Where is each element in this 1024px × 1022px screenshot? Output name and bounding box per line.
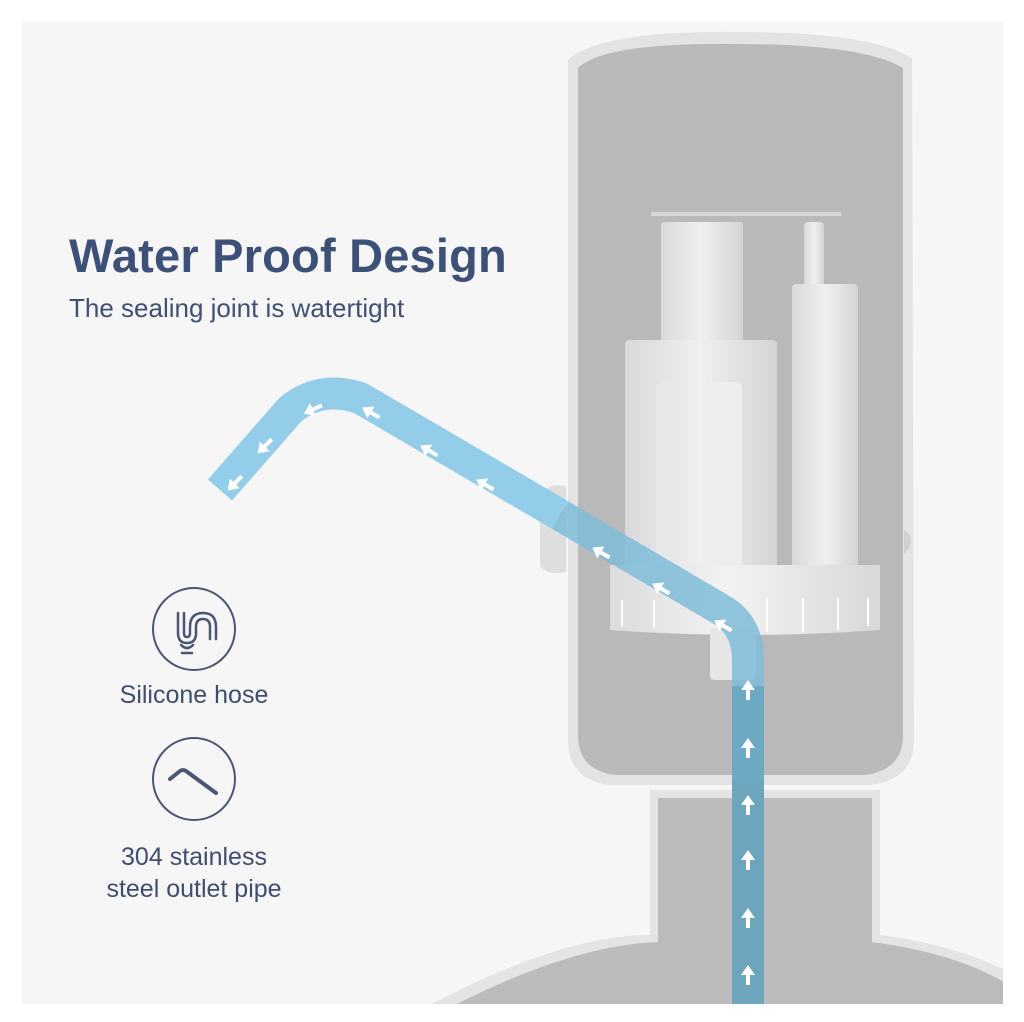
feature-outlet-pipe: 304 stainless steel outlet pipe — [74, 735, 314, 905]
bottle-shape — [431, 790, 1003, 1004]
left-arrow-icon — [714, 619, 733, 633]
page-subtitle: The sealing joint is watertight — [69, 293, 405, 323]
up-arrow-icon — [741, 795, 755, 815]
up-arrow-icon — [741, 680, 755, 700]
left-arrow-icon — [362, 406, 381, 420]
left-arrow-icon — [652, 582, 671, 596]
left-arrow-icon — [420, 444, 439, 458]
feature-label: Silicone hose — [119, 681, 269, 709]
outlet-pipe-icon — [152, 737, 236, 821]
water-flow-path — [207, 377, 764, 1004]
feature-label-line2: steel outlet pipe — [106, 875, 282, 903]
left-arrow-icon — [476, 478, 495, 492]
page-title: Water Proof Design — [69, 229, 507, 282]
silicone-hose-icon — [152, 587, 236, 671]
feature-label-line1: 304 stainless — [121, 843, 267, 871]
down-left-arrow-icon — [257, 437, 274, 454]
up-arrow-icon — [741, 965, 755, 985]
feature-silicone-hose: Silicone hose — [74, 585, 314, 711]
motor-internals — [540, 212, 880, 680]
up-arrow-icon — [741, 908, 755, 928]
up-arrow-icon — [741, 850, 755, 870]
up-arrow-icon — [741, 738, 755, 758]
left-arrow-icon — [592, 546, 611, 560]
left-arrow-icon — [303, 403, 323, 416]
down-left-arrow-icon — [227, 474, 244, 491]
flow-arrows — [227, 403, 755, 985]
